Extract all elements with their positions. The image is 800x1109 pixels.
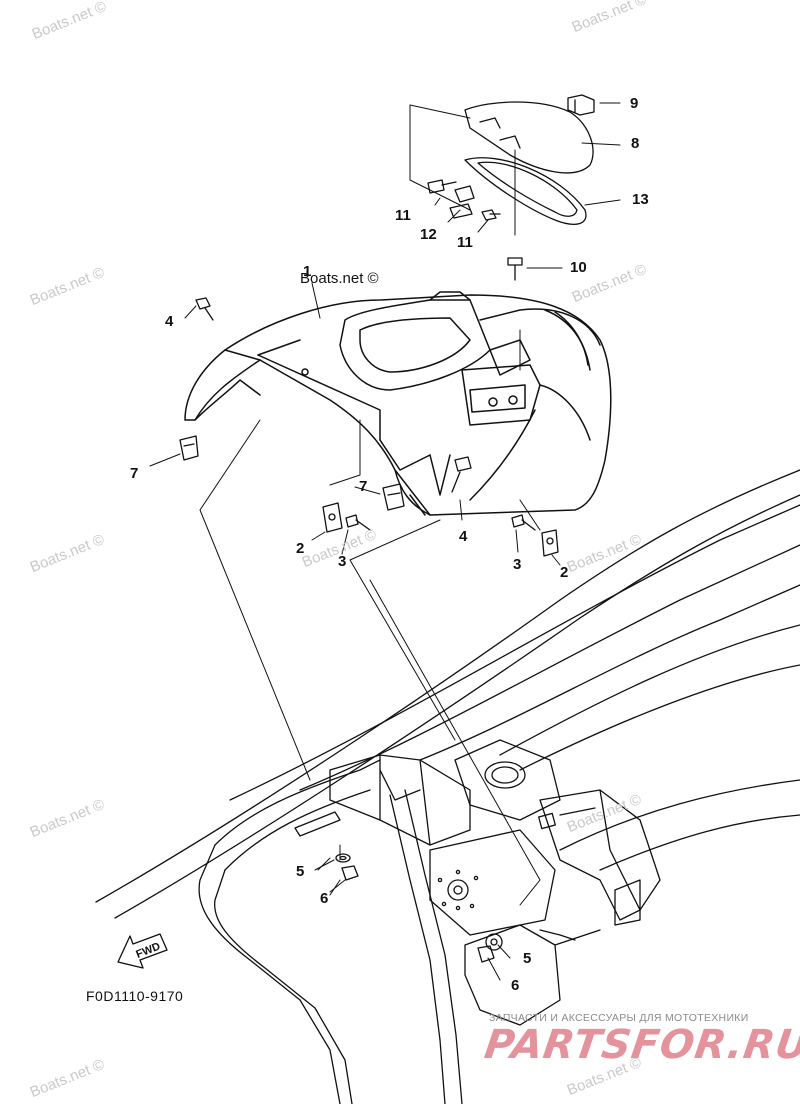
callout-7: 7: [359, 478, 368, 495]
callout-4: 4: [165, 313, 174, 330]
part-10-screw: [507, 257, 523, 281]
callout-11: 11: [395, 207, 411, 224]
part-9-clip: [567, 94, 595, 116]
callout-5: 5: [296, 863, 305, 880]
callout-2: 2: [560, 564, 569, 581]
callout-8: 8: [631, 135, 640, 152]
part-7-clips: [179, 435, 405, 511]
part-5-6-left: [335, 853, 359, 881]
callout-3: 3: [513, 556, 522, 573]
part-8-pad: [464, 101, 594, 174]
watermark-inline: Boats.net ©: [300, 270, 379, 287]
callout-2: 2: [296, 540, 305, 557]
callout-11: 11: [457, 234, 473, 251]
part-2-nuts: [322, 502, 559, 557]
part-11-12-fasteners: [427, 179, 501, 221]
callout-12: 12: [420, 226, 437, 243]
callout-7: 7: [130, 465, 139, 482]
callout-5: 5: [523, 950, 532, 967]
drawing-code: F0D1110-9170: [86, 988, 184, 1004]
part-13-gasket: [464, 157, 587, 225]
callout-3: 3: [338, 553, 347, 570]
watermark-tagline: ЗАПЧАСТИ И АКСЕССУАРЫ ДЛЯ МОТОТЕХНИКИ: [489, 1012, 749, 1024]
part-4-bolts: [195, 297, 472, 493]
callout-9: 9: [630, 95, 639, 112]
callout-leaders: [149, 102, 621, 893]
front-cover-assembly: [184, 291, 612, 516]
fwd-label: FWD: [134, 940, 162, 961]
watermark-logo: PARTSFOR.RU: [481, 1022, 800, 1068]
callout-10: 10: [570, 259, 587, 276]
callout-1: 1: [303, 263, 312, 280]
part-3-bolts: [345, 514, 536, 531]
hull-frame: [95, 469, 800, 1105]
callout-13: 13: [632, 191, 649, 208]
callout-6: 6: [320, 890, 329, 907]
fwd-arrow-icon: [117, 933, 168, 969]
part-5-6-right: [477, 933, 503, 963]
callout-4: 4: [459, 528, 468, 545]
callout-6: 6: [511, 977, 520, 994]
